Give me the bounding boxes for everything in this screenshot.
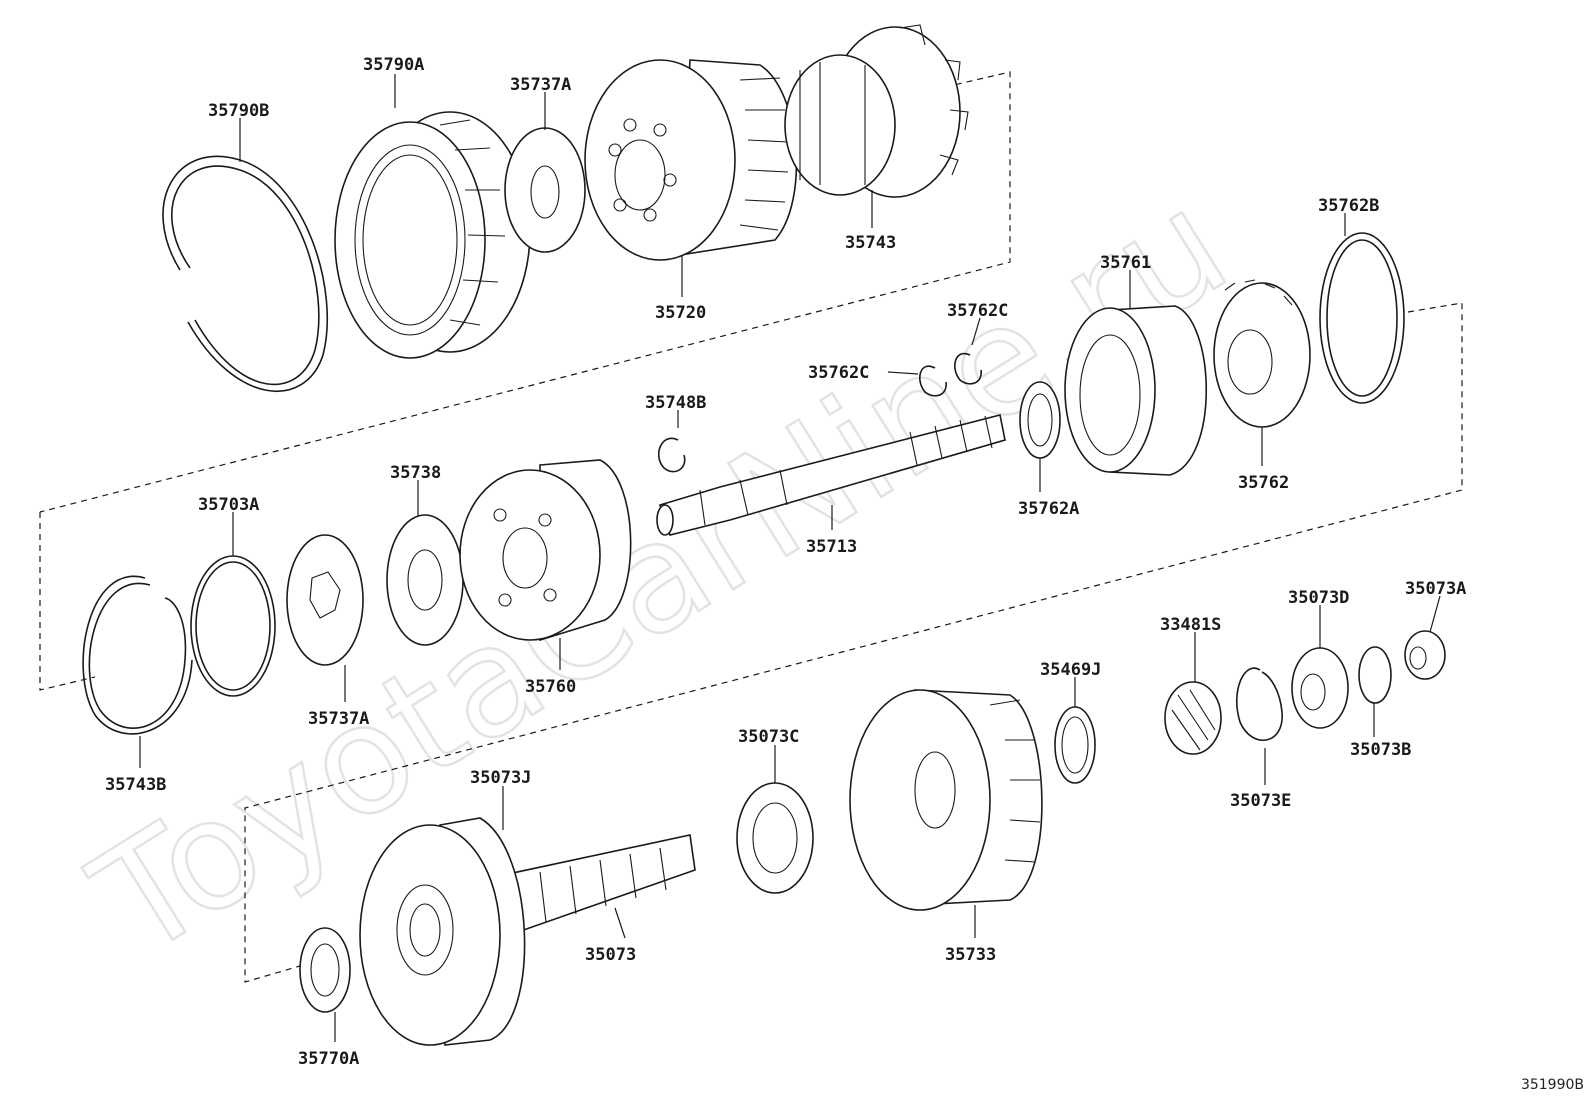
shaft-35713[interactable] <box>656 414 1006 536</box>
label-35743[interactable]: 35743 <box>845 233 896 253</box>
drum-35761[interactable] <box>1064 305 1208 476</box>
snap-ring-35748b[interactable] <box>658 437 686 473</box>
label-35743b[interactable]: 35743B <box>105 775 166 795</box>
label-35762b[interactable]: 35762B <box>1318 196 1379 216</box>
leader-lines <box>139 74 1441 1042</box>
label-35737a-middle[interactable]: 35737A <box>308 709 369 729</box>
gear-drum-35733[interactable] <box>849 689 1043 911</box>
thrust-washer-35737a-middle[interactable] <box>286 534 364 666</box>
label-35761[interactable]: 35761 <box>1100 253 1151 273</box>
label-35762[interactable]: 35762 <box>1238 473 1289 493</box>
clutch-drum-35720[interactable] <box>584 59 798 261</box>
label-35073b[interactable]: 35073B <box>1350 740 1411 760</box>
bearing-35762a[interactable] <box>1019 381 1061 459</box>
label-35073a[interactable]: 35073A <box>1405 579 1466 599</box>
snap-ring-35073e[interactable] <box>1236 667 1283 741</box>
label-35748b[interactable]: 35748B <box>645 393 706 413</box>
clutch-hub-35790a[interactable] <box>334 111 531 359</box>
snap-ring-35762b[interactable] <box>1319 232 1405 404</box>
label-33481s[interactable]: 33481S <box>1160 615 1221 635</box>
label-35733[interactable]: 35733 <box>945 945 996 965</box>
shaft-35073[interactable] <box>359 817 696 1046</box>
label-35762c-b[interactable]: 35762C <box>808 363 869 383</box>
seal-35073c[interactable] <box>736 782 814 894</box>
clutch-drum-35743[interactable] <box>784 24 969 198</box>
label-35760[interactable]: 35760 <box>525 677 576 697</box>
label-35790a[interactable]: 35790A <box>363 55 424 75</box>
group-outline-middle <box>39 302 1463 983</box>
gear-33481s[interactable] <box>1164 681 1222 755</box>
label-35737a-top[interactable]: 35737A <box>510 75 571 95</box>
label-35762c-a[interactable]: 35762C <box>947 301 1008 321</box>
label-35720[interactable]: 35720 <box>655 303 706 323</box>
bearing-35073d[interactable] <box>1291 647 1349 729</box>
o-ring-35073b[interactable] <box>1358 646 1392 704</box>
label-35790b[interactable]: 35790B <box>208 101 269 121</box>
snap-ring-35762c-a[interactable] <box>919 365 947 397</box>
label-35762a[interactable]: 35762A <box>1018 499 1079 519</box>
label-35713[interactable]: 35713 <box>806 537 857 557</box>
snap-ring-35790b[interactable] <box>162 155 329 392</box>
label-35073j[interactable]: 35073J <box>470 768 531 788</box>
label-35770a[interactable]: 35770A <box>298 1049 359 1069</box>
label-35073e[interactable]: 35073E <box>1230 791 1291 811</box>
label-35073c[interactable]: 35073C <box>738 727 799 747</box>
nut-35073a[interactable] <box>1404 630 1446 680</box>
planetary-carrier-35760[interactable] <box>459 459 632 642</box>
label-35703a[interactable]: 35703A <box>198 495 259 515</box>
label-35073[interactable]: 35073 <box>585 945 636 965</box>
washer-35469j[interactable] <box>1054 706 1096 784</box>
group-outline-top <box>39 71 1011 513</box>
snap-ring-35703a[interactable] <box>190 555 276 697</box>
diagram-code: 351990B <box>1520 1077 1584 1093</box>
snap-ring-35743b[interactable] <box>82 575 193 735</box>
label-35469j[interactable]: 35469J <box>1040 660 1101 680</box>
snap-ring-35762c-b[interactable] <box>954 352 982 385</box>
bearing-35738[interactable] <box>386 514 464 646</box>
label-35073d[interactable]: 35073D <box>1288 588 1349 608</box>
bearing-35770a[interactable] <box>299 927 351 1013</box>
label-35738[interactable]: 35738 <box>390 463 441 483</box>
thrust-washer-35737a-top[interactable] <box>504 127 586 253</box>
